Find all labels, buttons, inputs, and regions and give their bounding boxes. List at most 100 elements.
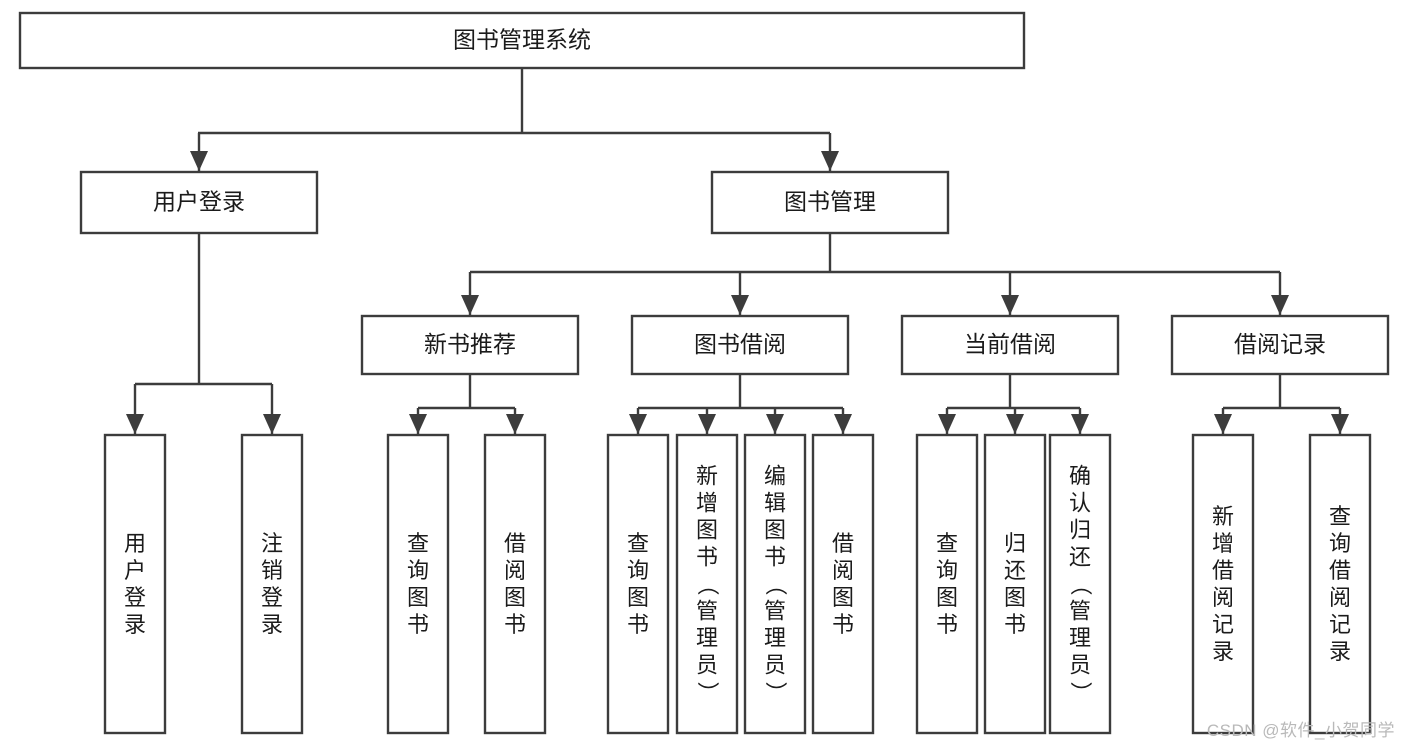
node-label-char: ） [1068, 682, 1093, 704]
arrow-group-2-leaf-1 [698, 414, 716, 434]
node-box[interactable] [900, 314, 1120, 376]
node-box[interactable] [710, 170, 950, 235]
node-label-char: 书 [627, 612, 649, 637]
arrow-bookmgmt-to-l3-1 [731, 295, 749, 315]
node-l3-3[interactable]: 借阅记录 [1170, 314, 1390, 376]
node-label-char: 归 [1004, 531, 1026, 556]
node-label-char: 查 [1329, 504, 1351, 529]
node-box[interactable] [18, 11, 1026, 70]
node-label-char: 借 [1212, 558, 1234, 583]
node-box[interactable] [811, 433, 875, 735]
node-label-char: 图 [832, 585, 854, 610]
node-label-char: 用 [124, 531, 146, 556]
node-box[interactable] [983, 433, 1047, 735]
node-label-char: 书 [1004, 612, 1026, 637]
node-label-char: 户 [124, 558, 146, 583]
arrow-group-3-leaf-0 [938, 414, 956, 434]
node-label-char: 书 [832, 612, 854, 637]
node-box[interactable] [79, 170, 319, 235]
node-label-char: 增 [1212, 531, 1234, 556]
node-label: 用户登录 [153, 189, 245, 215]
node-box[interactable] [915, 433, 979, 735]
node-label-char: 管 [1069, 599, 1091, 624]
node-box[interactable] [606, 433, 670, 735]
node-label-char: 记 [1329, 612, 1351, 637]
csdn-watermark: CSDN @软件_小贺同学 [1206, 721, 1395, 740]
node-box[interactable] [1048, 433, 1112, 735]
node-box[interactable] [1308, 433, 1372, 735]
node-leaf-0[interactable]: 用户登录 [103, 433, 167, 735]
arrow-group-0-leaf-1 [263, 414, 281, 434]
node-box[interactable] [675, 433, 739, 735]
node-label-char: ） [763, 682, 788, 704]
node-label: 图书管理系统 [453, 27, 591, 53]
node-l2-0[interactable]: 用户登录 [79, 170, 319, 235]
node-label: 当前借阅 [964, 331, 1056, 357]
node-label-char: 增 [696, 491, 718, 516]
node-label-char: 询 [1329, 531, 1351, 556]
arrow-group-2-leaf-3 [834, 414, 852, 434]
node-label: 新书推荐 [424, 331, 516, 357]
node-label-char: 录 [1329, 639, 1351, 664]
node-root-0[interactable]: 图书管理系统 [18, 11, 1026, 70]
node-l2-1[interactable]: 图书管理 [710, 170, 950, 235]
node-label-char: 查 [936, 531, 958, 556]
arrow-group-1-leaf-1 [506, 414, 524, 434]
node-label-char: 管 [764, 599, 786, 624]
node-label-char: 借 [1329, 558, 1351, 583]
node-label-char: 图 [627, 585, 649, 610]
node-box[interactable] [743, 433, 807, 735]
node-box[interactable] [1191, 433, 1255, 735]
arrow-root-to-l2-1 [821, 151, 839, 171]
node-label-char: 图 [764, 518, 786, 543]
node-l3-0[interactable]: 新书推荐 [360, 314, 580, 376]
node-label-char: 书 [407, 612, 429, 637]
arrow-group-2-leaf-2 [766, 414, 784, 434]
node-label-char: 询 [627, 558, 649, 583]
node-label-char: 图 [1004, 585, 1026, 610]
node-label-char: 借 [504, 531, 526, 556]
node-label-char: 询 [407, 558, 429, 583]
arrow-root-to-l2-0 [190, 151, 208, 171]
node-label-char: 还 [1004, 558, 1026, 583]
node-label-char: 图 [407, 585, 429, 610]
node-l3-1[interactable]: 图书借阅 [630, 314, 850, 376]
node-l3-2[interactable]: 当前借阅 [900, 314, 1120, 376]
node-label-char: 询 [936, 558, 958, 583]
node-label-char: 确 [1069, 464, 1091, 489]
arrow-group-2-leaf-0 [629, 414, 647, 434]
node-label-char: （ [1068, 574, 1093, 596]
node-box[interactable] [386, 433, 450, 735]
node-label-char: ） [695, 682, 720, 704]
node-label-char: 新 [696, 464, 718, 489]
node-box[interactable] [240, 433, 304, 735]
node-box[interactable] [483, 433, 547, 735]
arrow-bookmgmt-to-l3-3 [1271, 295, 1289, 315]
node-label-char: （ [763, 574, 788, 596]
node-label-char: 员 [696, 653, 718, 678]
node-label-char: 辑 [764, 491, 786, 516]
node-box[interactable] [630, 314, 850, 376]
node-label-char: 理 [764, 626, 786, 651]
node-label-char: 归 [1069, 518, 1091, 543]
node-box[interactable] [1170, 314, 1390, 376]
node-label-char: 新 [1212, 504, 1234, 529]
node-box[interactable] [360, 314, 580, 376]
node-label-char: 图 [936, 585, 958, 610]
node-box[interactable] [103, 433, 167, 735]
arrow-group-3-leaf-1 [1006, 414, 1024, 434]
arrow-group-4-leaf-0 [1214, 414, 1232, 434]
